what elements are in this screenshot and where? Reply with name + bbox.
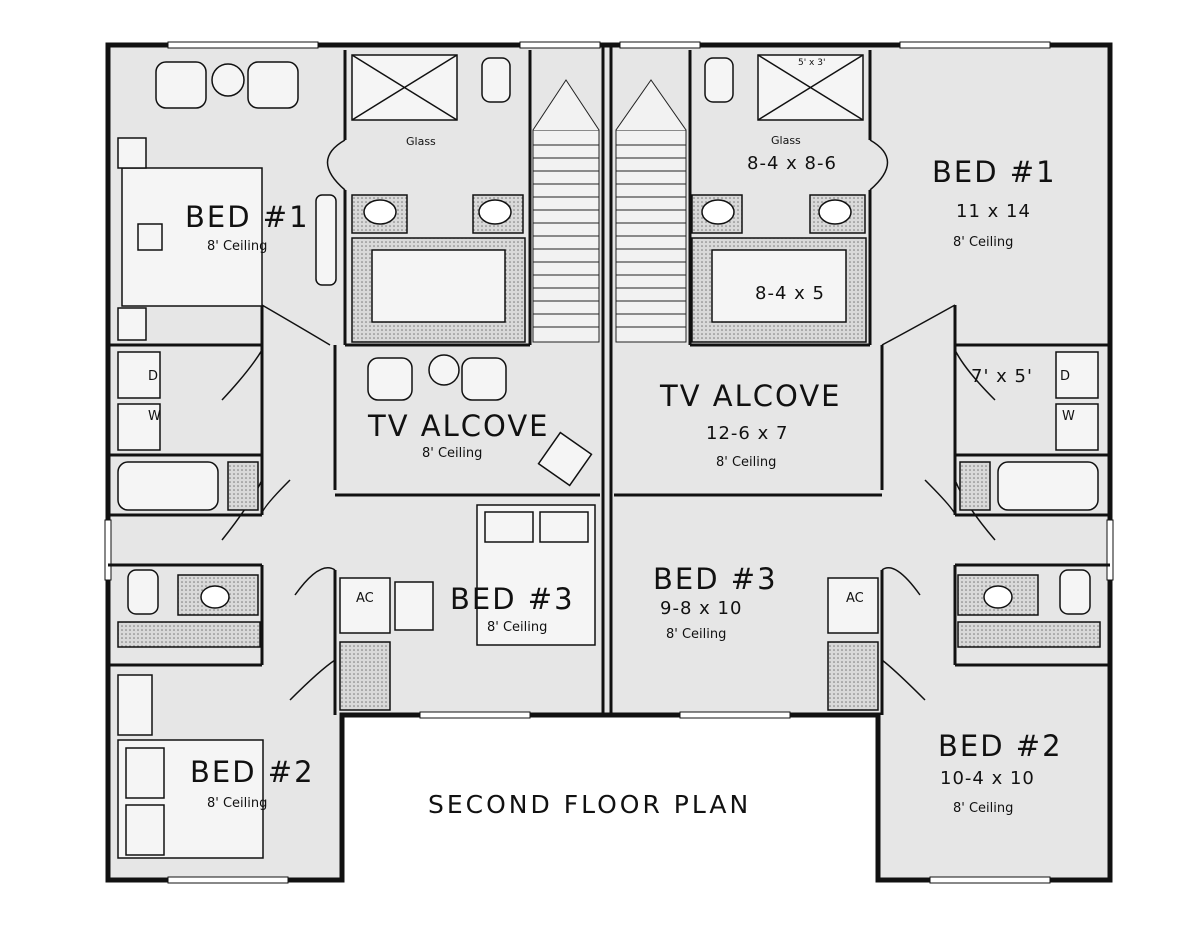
right-dryer-label: D <box>1060 369 1071 384</box>
left-bed2-ceiling: 8' Ceiling <box>207 796 268 811</box>
right-bed1-size: 11 x 14 <box>956 201 1031 222</box>
left-alcove-furniture <box>367 354 593 487</box>
right-bed3-ceiling: 8' Ceiling <box>666 627 727 642</box>
left-bed3-ceiling: 8' Ceiling <box>487 620 548 635</box>
left-dryer-label: D <box>148 369 159 384</box>
plan-title: SECOND FLOOR PLAN <box>428 790 752 819</box>
left-bed2-name: BED #2 <box>190 755 315 789</box>
right-bed2-ceiling: 8' Ceiling <box>953 801 1014 816</box>
right-laundry-fixtures <box>827 351 1101 711</box>
left-bath-fixtures <box>351 54 526 343</box>
left-bed3-name: BED #3 <box>450 582 575 616</box>
right-bath-fixtures <box>691 54 867 343</box>
right-tv-alcove-name: TV ALCOVE <box>660 379 842 413</box>
stairs-left <box>532 79 600 343</box>
right-washer-label: W <box>1062 409 1075 424</box>
stair-treads <box>533 144 686 328</box>
left-washer-label: W <box>148 409 161 424</box>
left-ac-label: AC <box>356 591 374 606</box>
right-bed1-name: BED #1 <box>932 155 1057 189</box>
right-bed3-name: BED #3 <box>653 562 778 596</box>
left-glass-note: Glass <box>406 135 436 148</box>
party-wall <box>601 45 613 715</box>
right-tv-alcove-ceiling: 8' Ceiling <box>716 455 777 470</box>
right-bed3-size: 9-8 x 10 <box>660 598 743 619</box>
right-bed1-ceiling: 8' Ceiling <box>953 235 1014 250</box>
right-bed2-size: 10-4 x 10 <box>940 768 1035 789</box>
stairs-right <box>615 79 687 343</box>
left-bed1-name: BED #1 <box>185 200 310 234</box>
left-tv-alcove-ceiling: 8' Ceiling <box>422 446 483 461</box>
left-bed1-furniture <box>117 61 337 341</box>
left-laundry-fixtures <box>117 351 391 711</box>
left-bed1-ceiling: 8' Ceiling <box>207 239 268 254</box>
right-bath-size: 8-4 x 8-6 <box>747 153 837 174</box>
left-bed2-furniture <box>117 674 264 859</box>
right-glass-note: Glass <box>771 134 801 147</box>
windows <box>104 41 1114 884</box>
left-bed3-furniture <box>394 504 596 646</box>
right-shower-size: 5' x 3' <box>798 58 826 68</box>
right-ac-label: AC <box>846 591 864 606</box>
right-bed2-name: BED #2 <box>938 729 1063 763</box>
right-laundry-size: 7' x 5' <box>971 366 1033 387</box>
left-tv-alcove-name: TV ALCOVE <box>368 409 550 443</box>
interior-walls <box>108 50 1110 715</box>
right-closet-size: 8-4 x 5 <box>755 283 825 304</box>
right-tv-alcove-size: 12-6 x 7 <box>706 423 789 444</box>
